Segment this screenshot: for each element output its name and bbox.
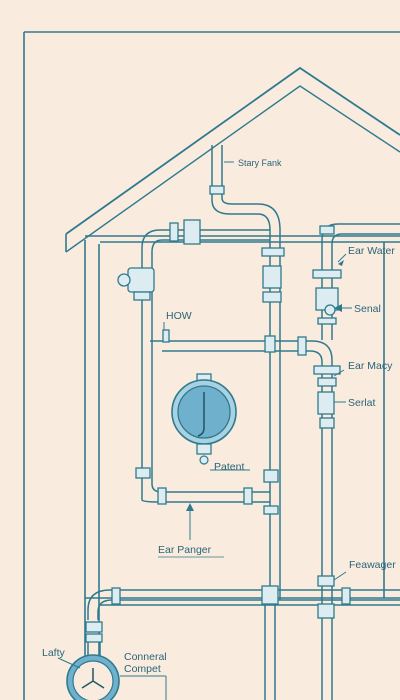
label-serial-mid: Serlat (348, 397, 376, 409)
bottom-valve-body (85, 633, 103, 643)
label-feawager: Feawager (349, 559, 396, 571)
leader-ear-water (337, 253, 347, 263)
roof-outer (65, 66, 400, 235)
vent-stack-pipe (211, 145, 271, 600)
stack-mid-coupling (264, 335, 276, 353)
stack-lower-coupling (263, 469, 279, 483)
leader-ear-macy (333, 369, 345, 377)
left-loop-coupling-top (135, 467, 151, 479)
vent-cap-fitting (209, 185, 225, 195)
left-valve-knob (117, 273, 131, 287)
label-conneral-line1: Conneral (124, 651, 167, 663)
label-patent: Patent (214, 461, 244, 473)
right-valve-band (317, 317, 337, 325)
mid-run-pipe (150, 340, 333, 700)
label-lafty: Lafty (42, 647, 66, 659)
mid-valve-band (317, 377, 337, 387)
arrowheads (186, 260, 344, 511)
stack-valve-upper (261, 247, 285, 257)
how-coupling (162, 329, 170, 343)
label-conneral-line2: Compet (124, 663, 161, 675)
right-valve-cap (312, 269, 342, 279)
arrow-ear-water (338, 260, 344, 266)
mid-valve-body (317, 391, 335, 415)
right-riser-coupling (319, 225, 335, 235)
left-loop-coupling (157, 487, 167, 505)
stack-valve-lower (262, 291, 282, 303)
top-coupling-fitting (183, 219, 201, 245)
floor-right-coupling-top (317, 575, 335, 587)
clock-dial-icon (66, 654, 120, 700)
mid-run-coupling (297, 336, 307, 356)
gauge-needle (197, 392, 205, 437)
top-run-pipe (141, 229, 270, 500)
floor-right-coupling (317, 603, 335, 619)
arrow-serial-top (334, 304, 342, 312)
vent-stack-pipe-inner (221, 145, 281, 600)
loop-right-coupling (243, 487, 253, 505)
fittings (85, 185, 351, 643)
right-valve-knob (324, 304, 336, 316)
gauge-bottom-stem (196, 443, 212, 455)
right-riser-pipe-inner (331, 233, 400, 340)
floor-mid-coupling (261, 585, 279, 605)
mid-valve-cap (313, 365, 341, 375)
top-run-pipe-inner (151, 239, 270, 484)
leader-feawager (333, 571, 347, 581)
pipes (87, 145, 400, 700)
pressure-gauge-icon (171, 373, 237, 465)
stack-valve-body (262, 265, 282, 289)
label-ear-panger: Ear Panger (158, 544, 212, 556)
roof-inner (65, 85, 400, 253)
leader-lafty (57, 657, 81, 669)
label-ear-water: Ear Water (348, 245, 395, 257)
label-serial-top: Senal (354, 303, 381, 315)
label-stack-tank-line1: Stary Fank (238, 158, 282, 168)
floor-supply-pipe-inner (97, 599, 400, 620)
mid-run-pipe-inner (162, 350, 323, 700)
dial-hands (81, 668, 105, 689)
top-coupling-band (169, 222, 179, 242)
floor-supply-pipe (87, 589, 400, 620)
bottom-valve-top (85, 621, 103, 633)
stack-bottom-coupling (263, 505, 279, 515)
arrow-ear-panger (186, 503, 194, 511)
left-valve-body (127, 267, 155, 293)
gauge-outlet (199, 455, 209, 465)
label-ear-macy: Ear Macy (348, 360, 393, 372)
mid-valve-lower (319, 417, 335, 429)
floor-far-coupling (341, 587, 351, 605)
left-valve-band (133, 291, 151, 301)
label-how: HOW (166, 310, 192, 322)
floor-left-coupling (111, 587, 121, 605)
